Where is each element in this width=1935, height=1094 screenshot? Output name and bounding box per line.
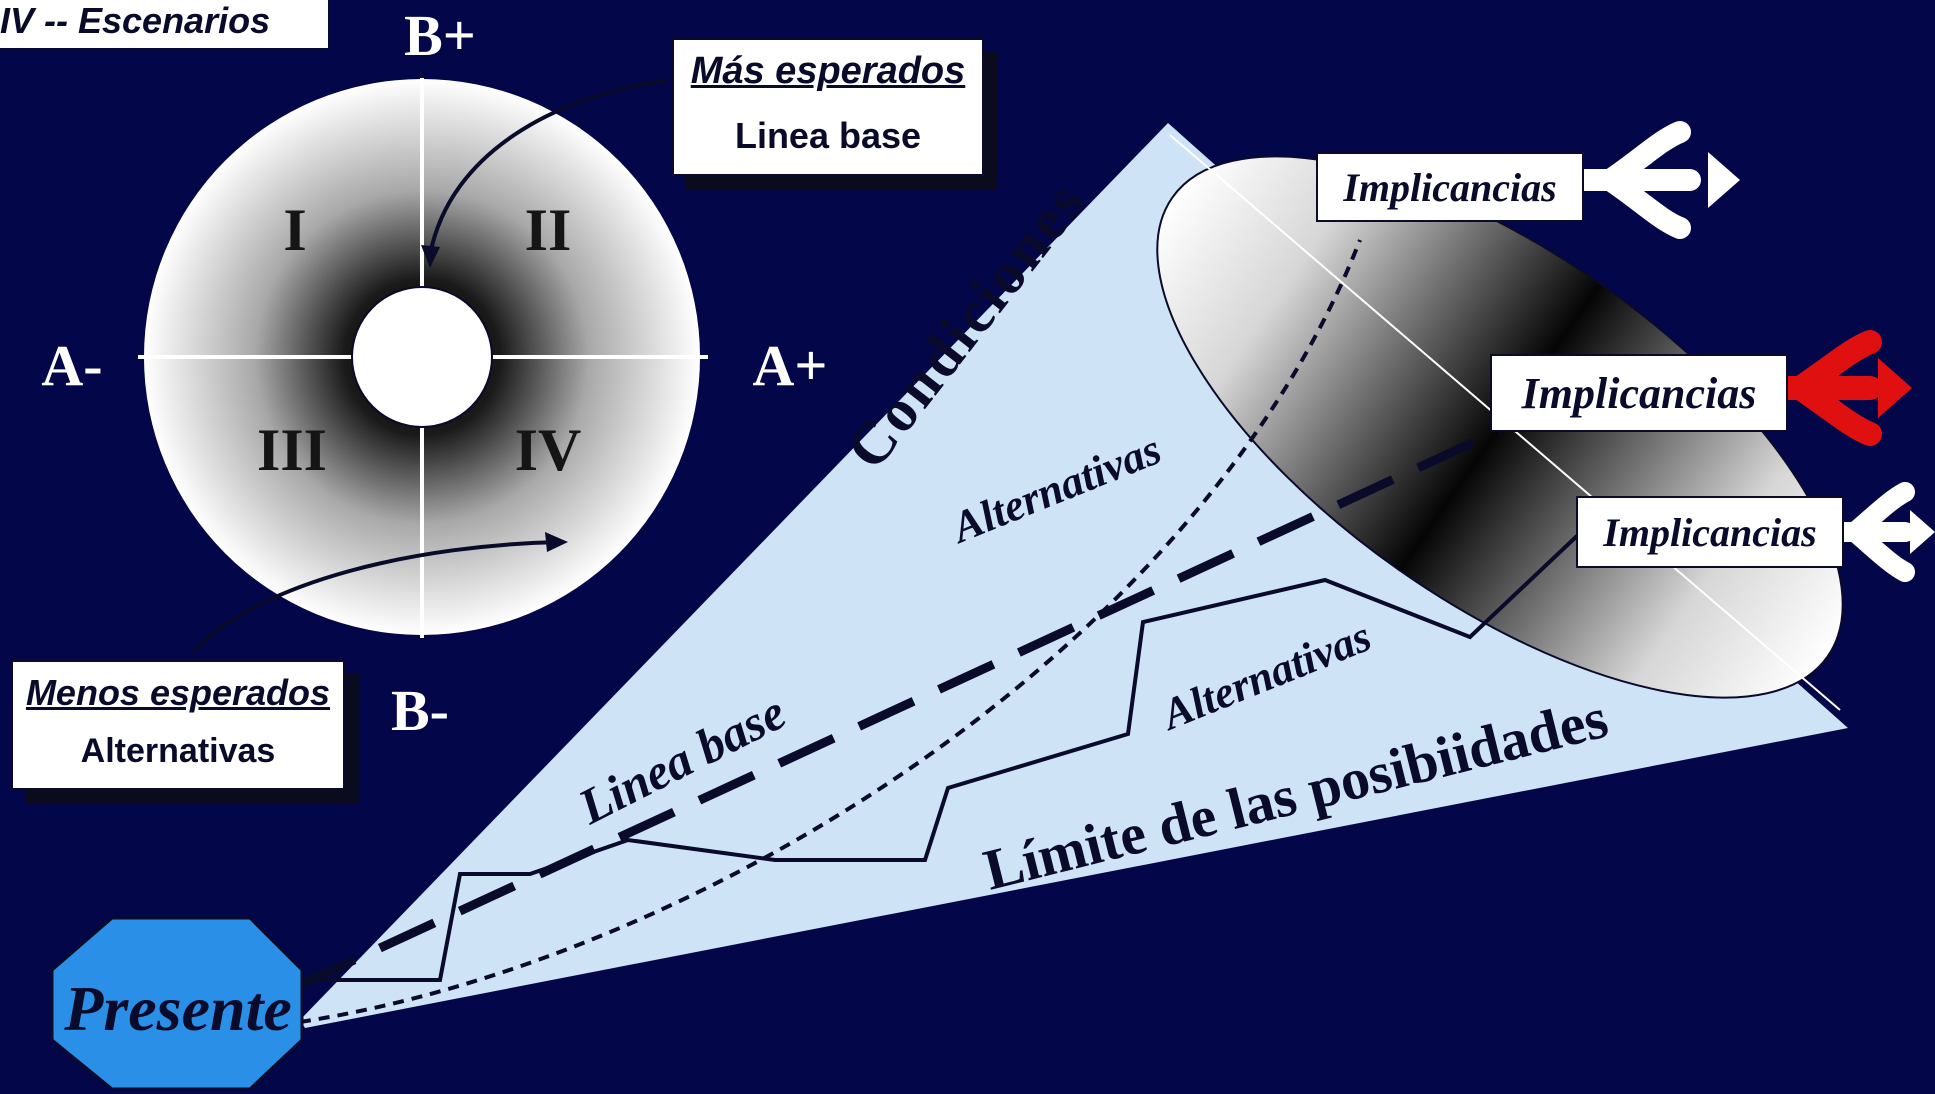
implicancias-box-middle: Implicancias [1490, 354, 1788, 432]
mas-esperados-subtitle: Linea base [734, 115, 922, 156]
possibility-cone [300, 123, 1848, 1028]
page-title: IV -- Escenarios [0, 0, 271, 41]
donut-center [351, 286, 493, 428]
menos-esperados-title: Menos esperados [25, 672, 331, 713]
baseline-dashed-path [298, 425, 1502, 990]
mas-esperados-title: Más esperados [690, 50, 966, 92]
implicancias-label-bottom: Implicancias [1603, 509, 1817, 555]
arrowhead-mas-esperados [421, 245, 440, 268]
branch-arrow-icon-bottom [1835, 482, 1935, 582]
alternative-zigzag-path [300, 533, 1580, 982]
implicancias-label-top: Implicancias [1343, 164, 1557, 210]
quadrant-label-3: III [257, 417, 327, 483]
quadrant-label-1: I [283, 197, 306, 263]
presente-label: Presente [63, 973, 292, 1044]
branch-arrow-icon-middle [1773, 330, 1912, 446]
implicancias-label-middle: Implicancias [1521, 368, 1757, 418]
scenario-donut [138, 78, 708, 638]
axis-label-a-minus: A- [41, 333, 102, 398]
quadrant-label-4: IV [515, 417, 582, 483]
title-box: IV -- Escenarios [0, 0, 330, 50]
implicancias-box-bottom: Implicancias [1576, 496, 1844, 568]
branch-arrow-icon-top [1571, 121, 1740, 239]
axis-label-b-minus: B- [391, 678, 449, 743]
quadrant-label-2: II [525, 197, 572, 263]
mas-esperados-box: Más esperados Linea base [672, 38, 984, 176]
axis-label-a-plus: A+ [753, 333, 828, 398]
arrow-menos-esperados [191, 540, 561, 654]
menos-esperados-box: Menos esperados Alternativas [11, 660, 345, 790]
arrowhead-menos-esperados [545, 532, 568, 552]
menos-esperados-subtitle: Alternativas [80, 732, 276, 770]
arrow-mas-esperados [428, 78, 669, 256]
implicancias-box-top: Implicancias [1316, 152, 1584, 222]
axis-label-b-plus: B+ [404, 3, 476, 68]
